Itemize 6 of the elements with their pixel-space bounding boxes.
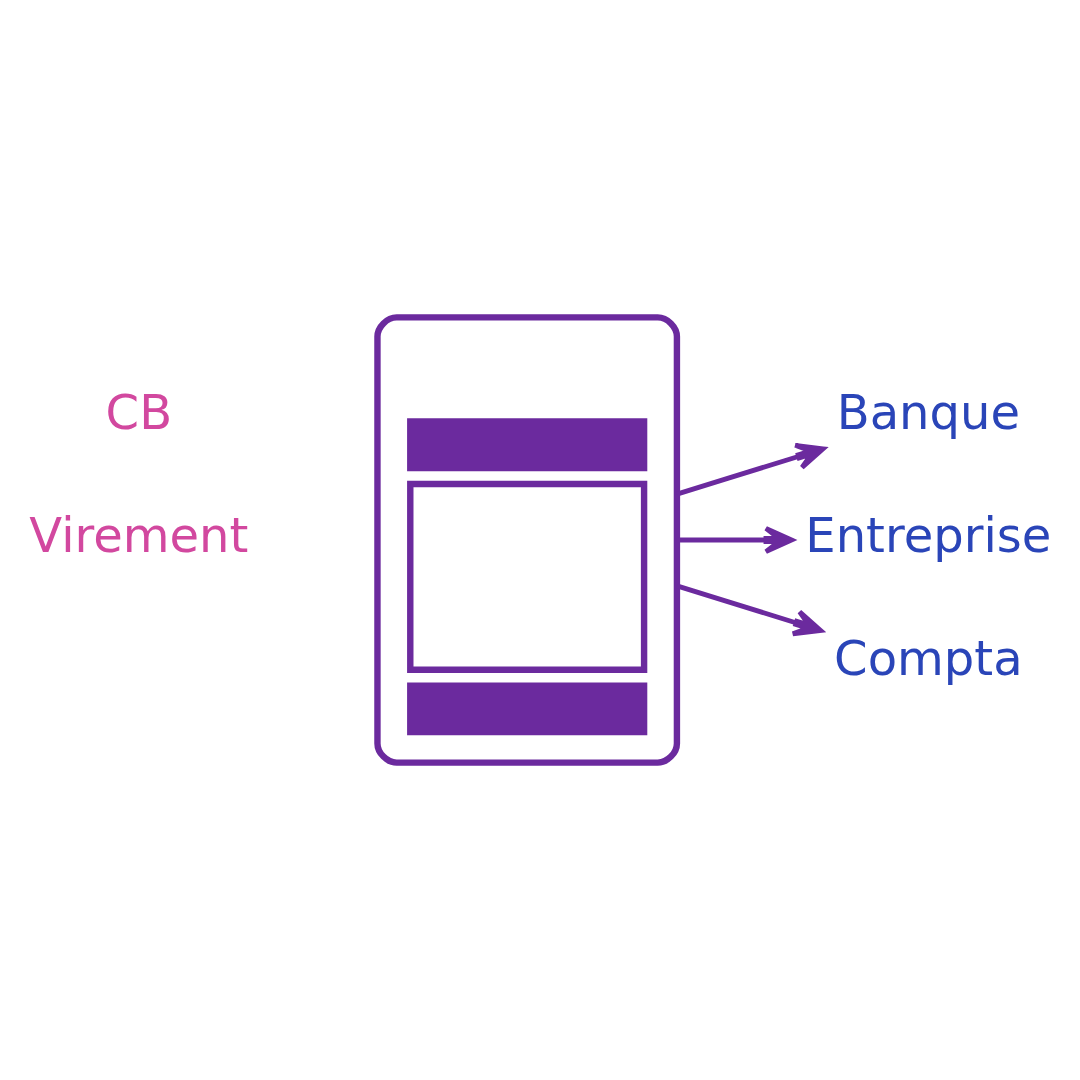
label: CB (105, 383, 173, 440)
node-box (374, 314, 681, 766)
label: Virement (29, 507, 249, 564)
node-text: Banque (836, 383, 1020, 440)
node-text: Entreprise (805, 507, 1052, 564)
node-text: Compta (834, 630, 1023, 687)
